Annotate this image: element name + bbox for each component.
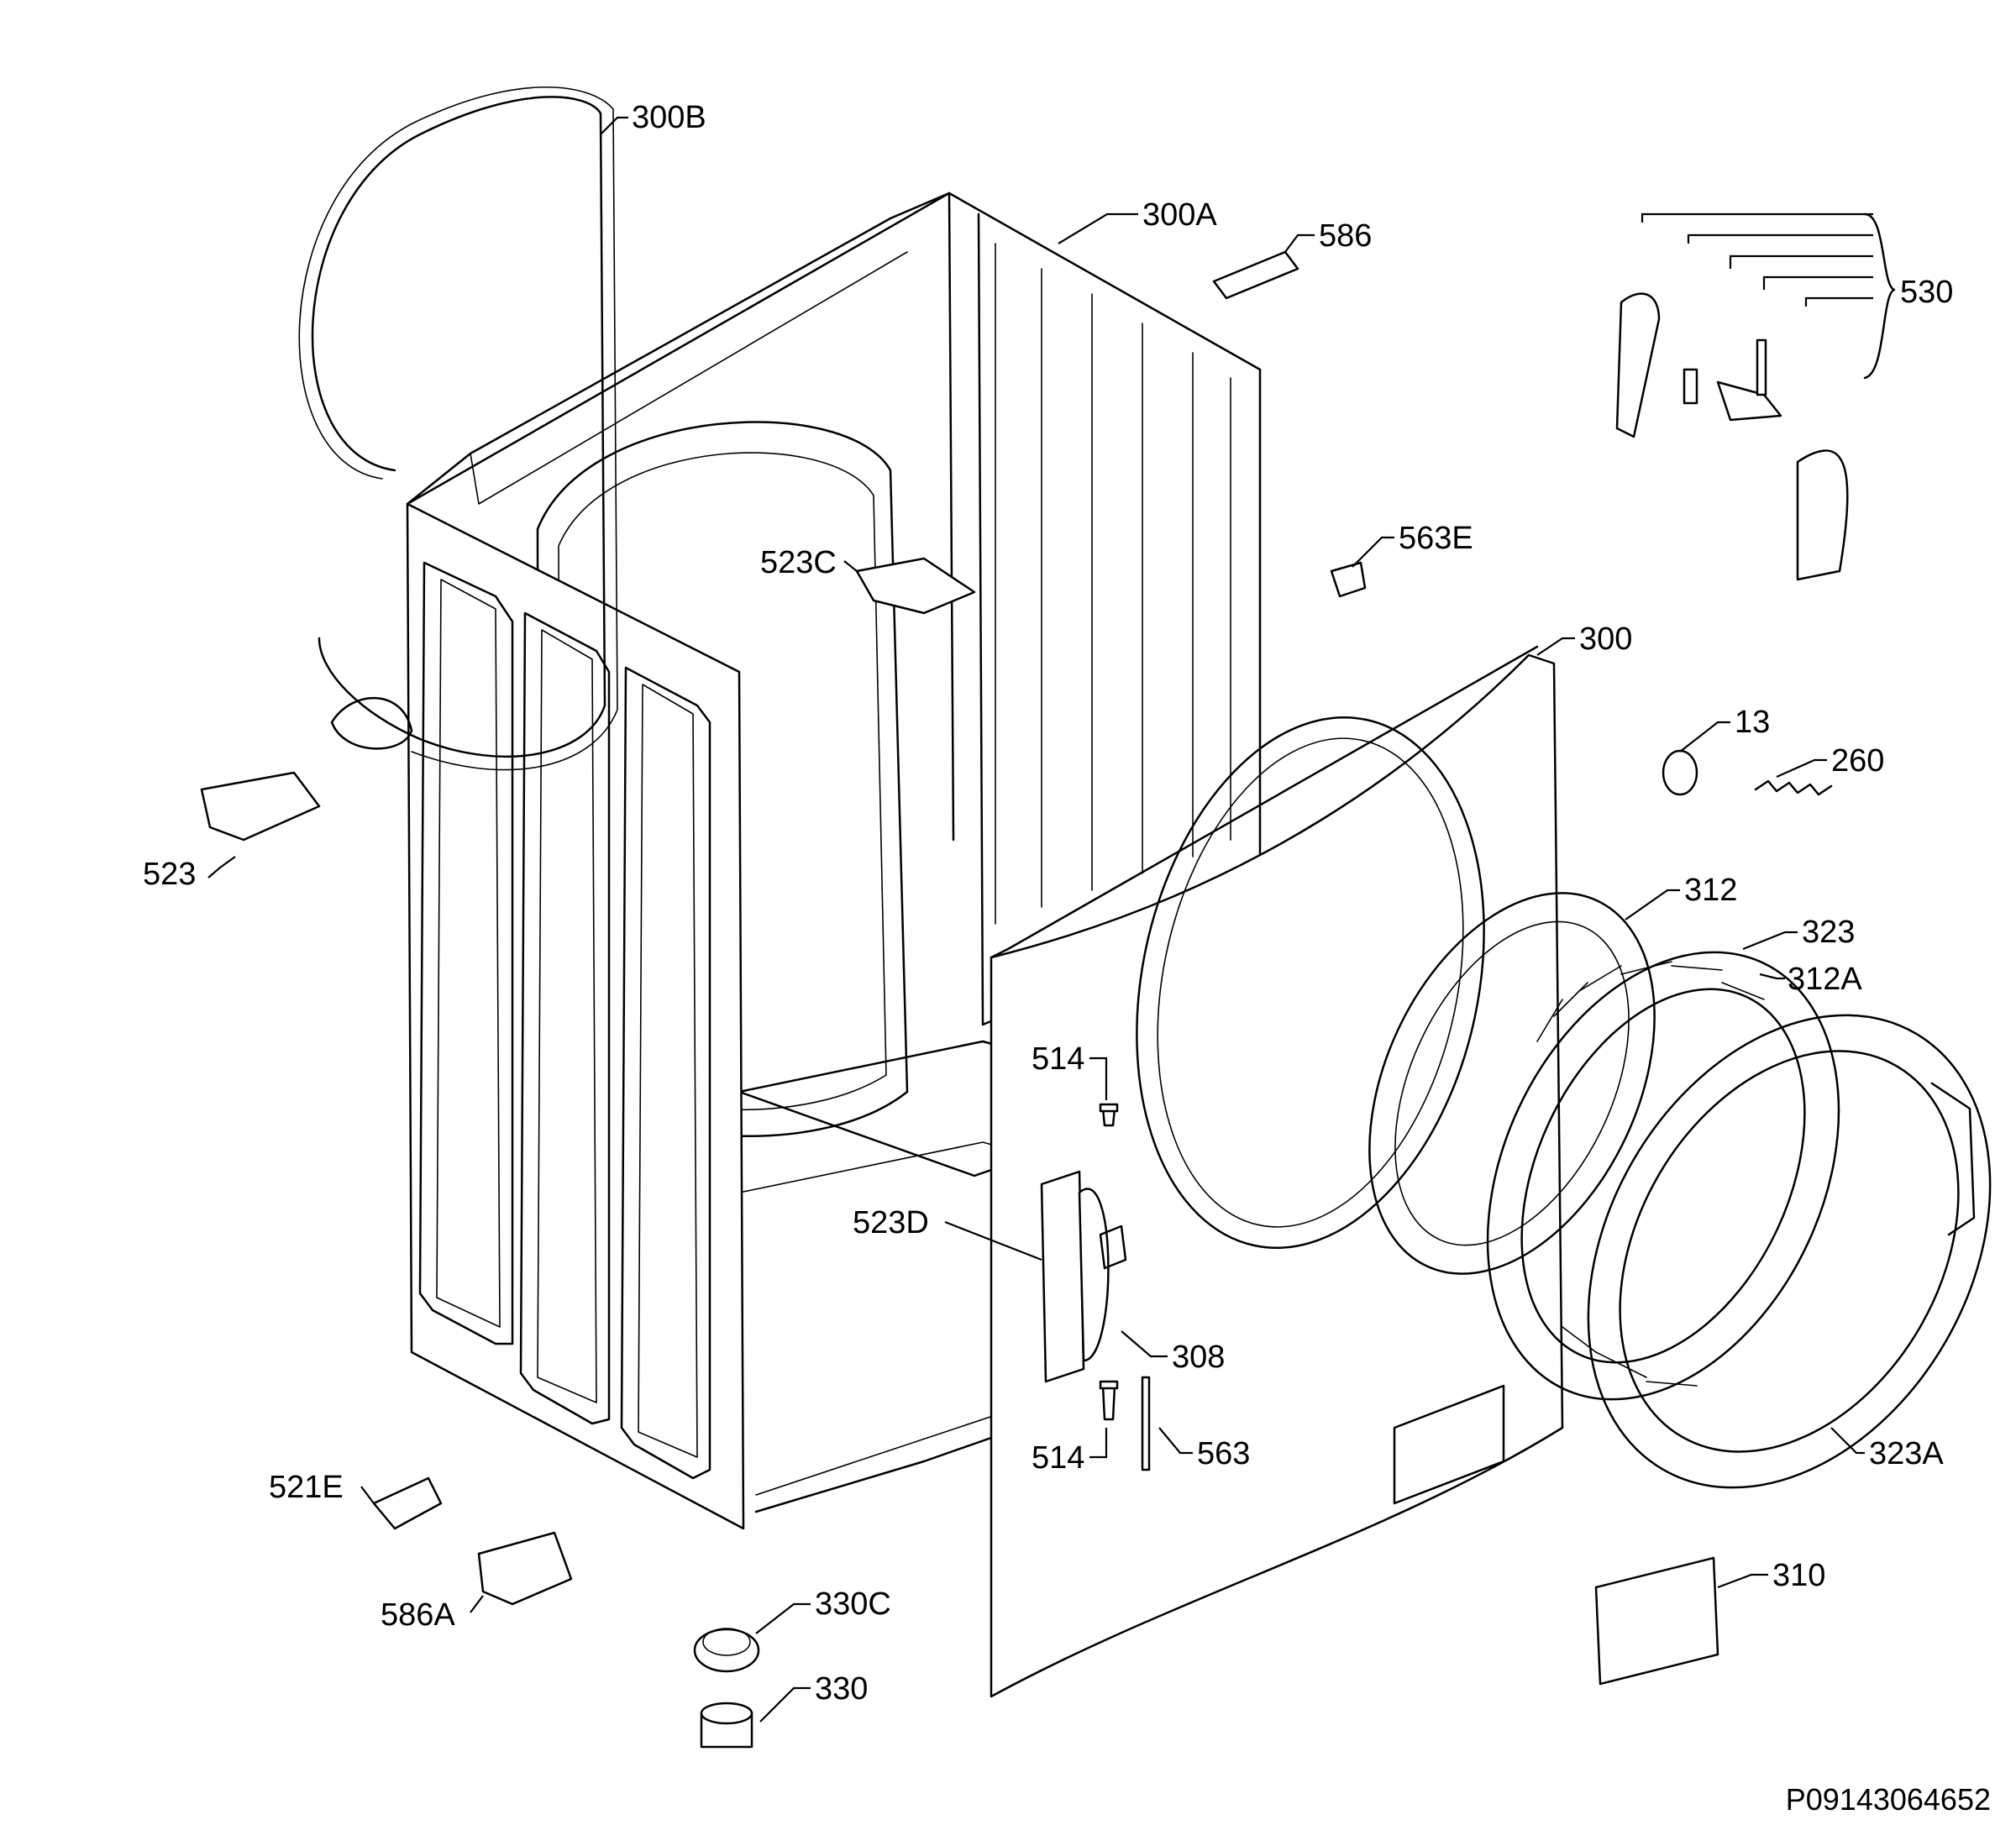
part-labels: 300B 300A 586 530 523C 563E 300 13 260 5…	[143, 100, 1953, 1707]
label-563: 563	[1197, 1436, 1250, 1471]
label-300b: 300B	[632, 100, 706, 135]
label-523c: 523C	[760, 545, 837, 580]
label-312a: 312A	[1788, 962, 1862, 997]
pin-563	[1141, 1376, 1151, 1471]
label-323a: 323A	[1869, 1436, 1944, 1471]
label-308: 308	[1172, 1340, 1225, 1375]
part-563e	[1330, 561, 1367, 598]
label-514-bottom: 514	[1032, 1440, 1084, 1476]
label-514-top: 514	[1032, 1041, 1084, 1077]
part-330c	[693, 1628, 760, 1673]
label-521e: 521E	[269, 1470, 344, 1505]
bush-13	[1662, 749, 1698, 796]
label-310: 310	[1772, 1558, 1825, 1593]
label-330: 330	[815, 1671, 868, 1707]
cabinet-body	[406, 191, 1262, 1530]
door-assembly	[1368, 892, 1992, 1489]
front-panel	[990, 645, 1564, 1698]
part-521e	[372, 1476, 443, 1530]
flap-310	[1594, 1556, 1719, 1686]
label-330c: 330C	[815, 1586, 891, 1622]
door-hinge	[1040, 1170, 1127, 1383]
part-586a	[477, 1531, 573, 1606]
screw-514-bottom	[1099, 1380, 1119, 1421]
part-330	[700, 1702, 753, 1749]
document-id: P09143064652	[1786, 1782, 1991, 1817]
clip-523	[200, 771, 321, 842]
label-260: 260	[1831, 743, 1884, 779]
label-530: 530	[1900, 275, 1953, 310]
rear-seal-300b	[298, 87, 618, 771]
bracket-586	[1212, 250, 1299, 300]
label-586a: 586A	[381, 1597, 455, 1633]
label-312: 312	[1684, 873, 1737, 908]
label-586: 586	[1319, 218, 1372, 254]
handle-kit-530	[1615, 212, 1896, 581]
label-563e: 563E	[1399, 521, 1473, 556]
label-523: 523	[143, 857, 196, 892]
label-323: 323	[1802, 915, 1855, 950]
label-300a: 300A	[1142, 197, 1217, 233]
label-523d: 523D	[853, 1205, 929, 1240]
screw-514-top	[1099, 1103, 1119, 1127]
leader-lines	[207, 116, 1873, 1723]
spring-260	[1754, 779, 1833, 796]
label-300: 300	[1579, 621, 1632, 657]
label-13: 13	[1735, 705, 1770, 740]
clip-523c	[855, 557, 976, 615]
